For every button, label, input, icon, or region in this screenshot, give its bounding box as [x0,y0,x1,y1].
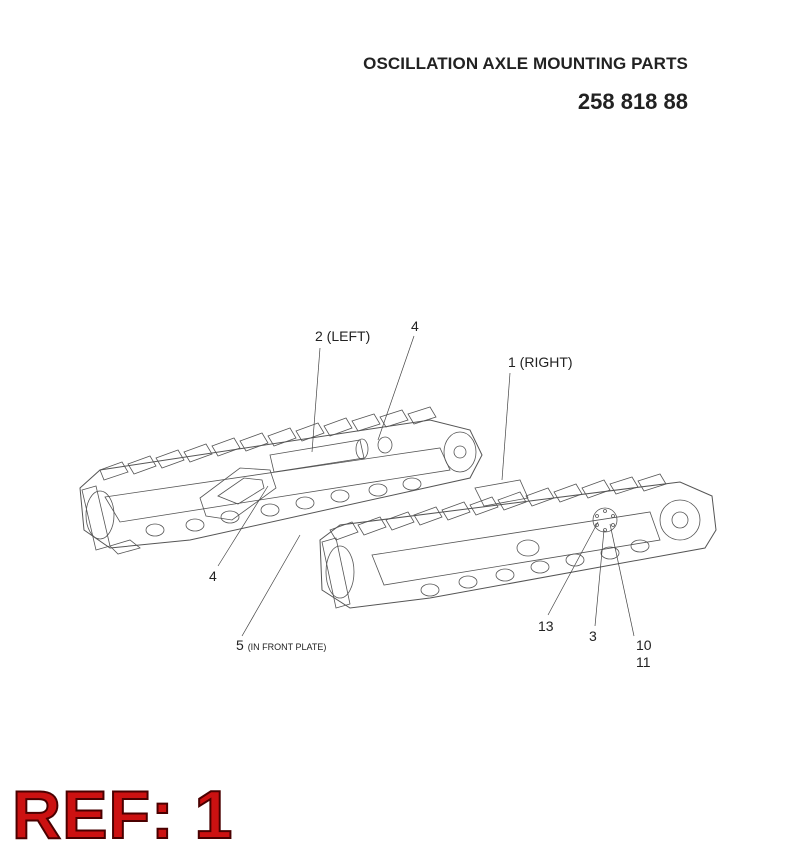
callout-4-top: 4 [411,318,419,334]
diagram-title: OSCILLATION AXLE MOUNTING PARTS [363,54,688,73]
left-track-assembly [79,406,483,555]
callout-4-left: 4 [209,568,217,584]
callout-5-note: (IN FRONT PLATE) [247,642,327,652]
part-number: 258 818 88 [577,89,688,114]
callout-10: 10 [636,637,652,653]
callout-11: 11 [636,654,651,670]
callout-13: 13 [538,618,554,634]
left-bottom-rollers [145,477,422,537]
callout-2-left: 2 (LEFT) [315,328,371,344]
right-track-assembly [319,473,717,609]
callout-1-right: 1 (RIGHT) [508,354,573,370]
callout-3: 3 [589,628,597,644]
leader-lines [217,335,635,637]
right-track-shoes [321,473,667,609]
left-track-shoes [81,406,437,555]
callout-5: 5 (IN FRONT PLATE) [236,637,326,653]
right-bottom-rollers [420,539,650,597]
callout-5-number: 5 [236,637,244,653]
ref-label: REF: 1 [11,776,234,854]
